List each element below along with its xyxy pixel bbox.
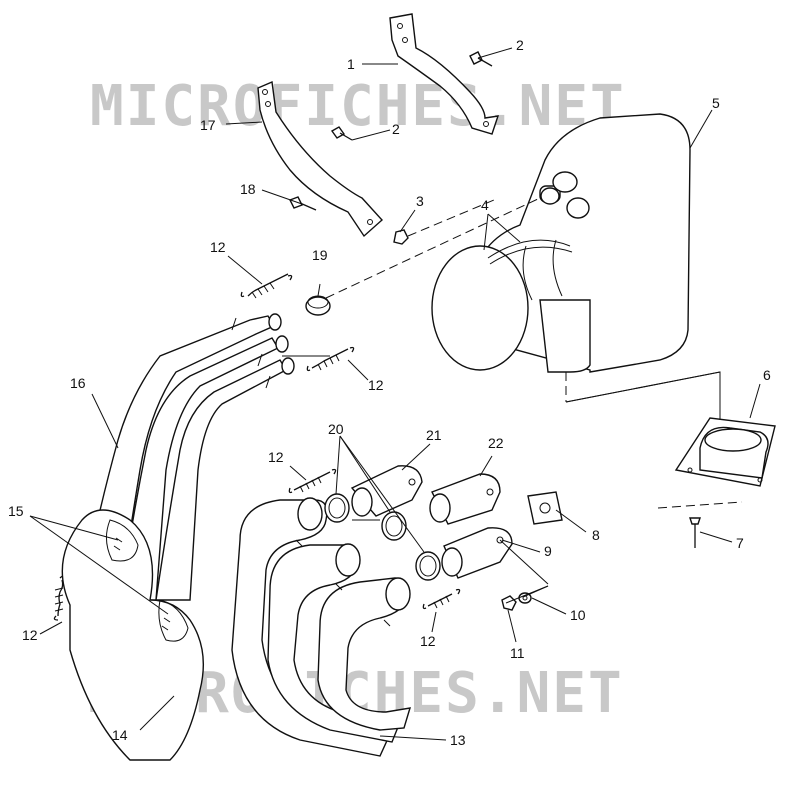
muffler [431,113,691,373]
callout-8: 8 [592,527,600,543]
exhaust-headers [231,497,411,757]
callout-22: 22 [488,435,504,451]
coupler-9 [441,527,513,579]
spring-center [288,468,337,494]
callout-21: 21 [426,427,442,443]
callout-5: 5 [712,95,720,111]
outlet-flange [674,417,776,487]
callout-12-lower: 12 [420,633,436,649]
watermark-top: MICROFICHES.NET [90,74,626,139]
screw-7 [689,517,701,548]
callout-12-upper: 12 [210,239,226,255]
bolt-18 [289,196,317,211]
coupler-21 [350,465,423,517]
callout-3: 3 [416,193,424,209]
callout-19: 19 [312,247,328,263]
nut-11 [501,595,517,611]
bolt-middle [330,126,353,141]
muffler-bracket-upper [389,13,500,135]
coupler-22 [429,473,501,525]
spring-middle [306,346,355,372]
callout-14: 14 [112,727,128,743]
callout-2-upper: 2 [516,37,524,53]
callout-12-middle: 12 [368,377,384,393]
heat-shield [61,509,205,761]
nut-3 [393,229,409,245]
bolt-upper [469,51,493,67]
callout-15: 15 [8,503,24,519]
spring-upper [240,273,293,299]
callout-20: 20 [328,421,344,437]
callout-9: 9 [544,543,552,559]
callout-12-left: 12 [22,627,38,643]
callout-6: 6 [763,367,771,383]
callout-17: 17 [200,117,216,133]
callout-18: 18 [240,181,256,197]
callout-2-middle: 2 [392,121,400,137]
callout-leaders [29,47,761,741]
callout-16: 16 [70,375,86,391]
spring-lower [422,588,461,610]
callout-4: 4 [481,197,489,213]
muffler-bracket-lower [257,80,383,238]
callout-10: 10 [570,607,586,623]
callout-1: 1 [347,56,355,72]
callout-7: 7 [736,535,744,551]
clamp-rings-20 [324,493,441,581]
callout-12-center: 12 [268,449,284,465]
assembly-lines [282,197,743,604]
clamp-ring-19 [305,295,331,316]
callout-11: 11 [510,645,525,661]
gasket-8 [527,491,563,525]
callout-labels: 1 2 2 3 4 5 6 7 8 9 10 11 12 12 12 12 12… [8,37,771,748]
callout-13: 13 [450,732,466,748]
